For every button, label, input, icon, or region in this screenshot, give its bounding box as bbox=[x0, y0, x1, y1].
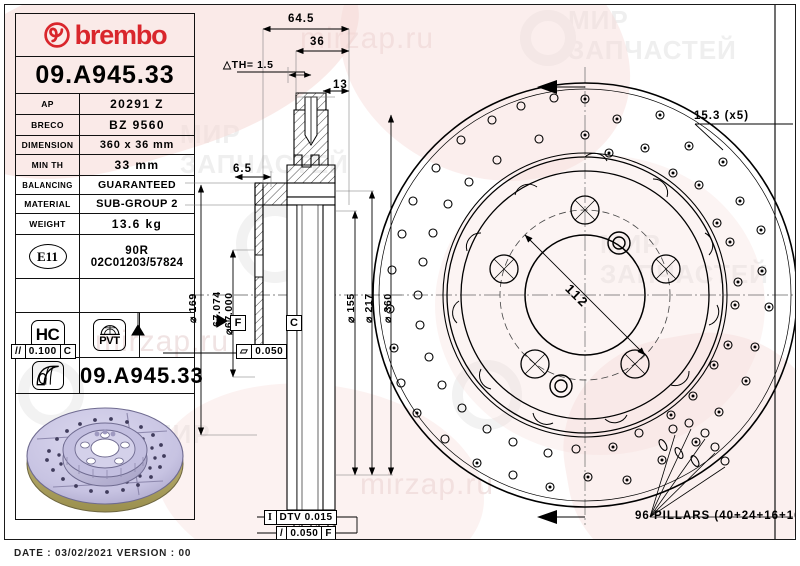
coating-dome-icon bbox=[99, 325, 120, 335]
dim-bore-upper: 67.074 bbox=[211, 291, 223, 327]
spec-label-weight: WEIGHT bbox=[16, 214, 80, 234]
gdt-runout: / 0.050 F bbox=[276, 526, 337, 539]
gdt-dtv-text: DTV 0.015 bbox=[279, 512, 333, 523]
homologation-code-cell: 90R 02C01203/57824 bbox=[80, 235, 194, 278]
part-number-row: 09.A945.33 bbox=[16, 56, 194, 93]
gdt-flatness: ▱ 0.050 bbox=[236, 344, 288, 359]
gdt-runout-datum: F bbox=[325, 528, 333, 539]
dim-dia-169: ⌀ 169 bbox=[187, 293, 199, 323]
spec-label-minth: MIN TH bbox=[16, 155, 80, 175]
specification-table: brembo 09.A945.33 AP 20291 Z BRECO BZ 95… bbox=[15, 13, 203, 520]
gdt-parallel-symbol: // bbox=[12, 345, 26, 358]
e11-mark: E11 bbox=[28, 244, 67, 269]
spec-row-material: MATERIAL SUB-GROUP 2 bbox=[16, 194, 194, 213]
brembo-wordmark: brembo bbox=[74, 19, 168, 50]
gdt-parallel-tol: 0.100 bbox=[26, 345, 61, 358]
tire-badge bbox=[31, 361, 64, 390]
dim-delta-th: △TH= 1.5 bbox=[223, 59, 274, 71]
spec-label-material: MATERIAL bbox=[16, 195, 80, 213]
part-number-secondary: 09.A945.33 bbox=[80, 362, 204, 388]
spec-value-minth: 33 mm bbox=[114, 158, 160, 172]
tire-part-row: 09.A945.33 bbox=[16, 357, 203, 393]
e11-mark-cell: E11 bbox=[16, 235, 80, 278]
homologation-line2: 02C01203/57824 bbox=[90, 256, 184, 269]
dim-overall-width: 64.5 bbox=[288, 13, 315, 25]
gdt-parallelism: // 0.100 C bbox=[11, 344, 76, 359]
dim-dia-217: ⌀ 217 bbox=[363, 293, 375, 323]
gdt-runout-tol: 0.050 bbox=[287, 527, 323, 539]
dim-dia-155: ⌀ 155 bbox=[345, 293, 357, 323]
spec-row-minth: MIN TH 33 mm bbox=[16, 154, 194, 175]
homologation-row: E11 90R 02C01203/57824 bbox=[16, 234, 194, 278]
empty-badge-cell bbox=[140, 313, 194, 357]
note-chamfer: 15.3 (x5) bbox=[694, 110, 750, 122]
logo-row: brembo bbox=[16, 14, 194, 56]
dim-hat-width: 36 bbox=[310, 36, 325, 48]
drawing-sheet: brembo 09.A945.33 AP 20291 Z BRECO BZ 95… bbox=[4, 4, 796, 540]
pvt-badge: PVT bbox=[93, 319, 126, 351]
spec-value-ap: 20291 Z bbox=[110, 97, 164, 111]
dim-rib: 13 bbox=[333, 79, 348, 91]
spec-row-breco: BRECO BZ 9560 bbox=[16, 114, 194, 135]
dim-bolt-circle: 112 bbox=[562, 281, 593, 311]
spec-label-dimension: DIMENSION bbox=[16, 136, 80, 154]
spec-row-ap: AP 20291 Z bbox=[16, 93, 194, 114]
spec-value-material: SUB-GROUP 2 bbox=[96, 198, 178, 210]
gdt-parallel-datum: C bbox=[63, 346, 72, 357]
pvt-label: PVT bbox=[99, 335, 120, 347]
gdt-dtv-symbol: I bbox=[265, 511, 277, 524]
drawing-footer: DATE : 03/02/2021 VERSION : 00 bbox=[14, 548, 192, 559]
spec-value-dimension: 360 x 36 mm bbox=[99, 139, 175, 151]
part-number-main: 09.A945.33 bbox=[35, 60, 175, 89]
brand-wash-2 bbox=[298, 5, 672, 228]
spec-value-breco: BZ 9560 bbox=[109, 118, 165, 132]
pvt-badge-cell: PVT bbox=[80, 313, 140, 357]
gdt-flatness-tol: 0.050 bbox=[255, 346, 284, 357]
datum-c: C bbox=[286, 315, 302, 331]
blank-cell-right bbox=[80, 279, 194, 312]
spec-label-breco: BRECO bbox=[16, 115, 80, 135]
brake-disc-photo bbox=[26, 406, 184, 512]
gdt-flatness-symbol: ▱ bbox=[237, 345, 253, 358]
spec-row-balancing: BALANCING GUARANTEED bbox=[16, 175, 194, 194]
spec-value-balancing: GUARANTEED bbox=[97, 179, 177, 191]
homologation-line1: 90R bbox=[125, 244, 149, 257]
tire-icon-cell bbox=[16, 358, 80, 393]
brand-wash-5 bbox=[435, 155, 765, 455]
gdt-runout-symbol: / bbox=[277, 527, 288, 539]
spec-label-balancing: BALANCING bbox=[16, 176, 80, 194]
spec-row-weight: WEIGHT 13.6 kg bbox=[16, 213, 194, 234]
tire-wheel-icon bbox=[36, 365, 59, 386]
datum-f: F bbox=[230, 315, 246, 331]
dim-offset: 6.5 bbox=[233, 163, 252, 175]
brand-wash-3 bbox=[546, 314, 795, 539]
blank-spacer-row bbox=[16, 278, 194, 312]
note-pillars: 96 PILLARS (40+24+16+16) bbox=[635, 510, 796, 522]
dim-dia-360: ⌀ 360 bbox=[382, 293, 394, 323]
gdt-dtv: I DTV 0.015 bbox=[264, 510, 337, 525]
blank-cell-left bbox=[16, 279, 80, 312]
certification-icons-row: HC PVT bbox=[16, 312, 194, 357]
spec-label-ap: AP bbox=[16, 94, 80, 114]
spec-value-weight: 13.6 kg bbox=[111, 217, 163, 231]
brembo-b-mark-icon bbox=[43, 22, 70, 48]
product-photo-row bbox=[16, 393, 194, 519]
spec-row-dimension: DIMENSION 360 x 36 mm bbox=[16, 135, 194, 154]
